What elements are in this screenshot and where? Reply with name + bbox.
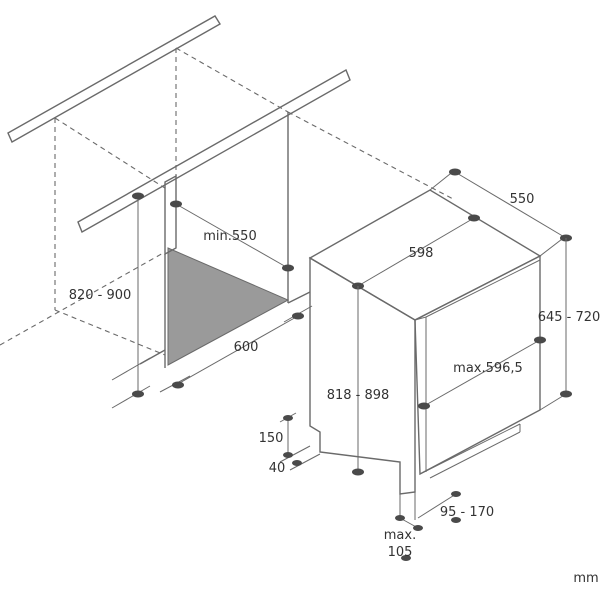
worktop-upper <box>7 15 221 143</box>
dishwasher-body <box>308 189 542 495</box>
dim-plinth-offset: 95 - 170 <box>414 491 494 523</box>
label-niche-height: 820 - 900 <box>69 288 132 303</box>
dim-niche-depth: min.550 <box>170 200 294 272</box>
unit-label: mm <box>573 571 598 586</box>
dim-niche-width: 600 <box>159 305 313 393</box>
dim-appliance-width: 598 <box>352 214 480 290</box>
niche-right-wall <box>287 112 311 304</box>
dim-foot-height: 40 <box>269 445 321 476</box>
dim-door-panel-height: 645 - 720 <box>538 238 600 411</box>
dim-niche-height: 820 - 900 <box>69 192 151 409</box>
label-niche-depth: min.550 <box>203 229 256 244</box>
niche-floor <box>167 247 290 366</box>
dim-appliance-depth: 550 <box>429 168 572 257</box>
dim-door-panel-width: max.596,5 <box>418 336 546 410</box>
label-appliance-depth: 550 <box>510 192 535 207</box>
dim-plinth-max: max. 105 <box>384 494 423 561</box>
label-niche-width: 600 <box>234 340 259 355</box>
label-plinth-max-line1: max. <box>384 528 416 543</box>
label-appliance-height: 818 - 898 <box>327 388 390 403</box>
label-appliance-width: 598 <box>409 246 434 261</box>
label-plinth-max-line2: 105 <box>388 545 413 560</box>
label-plinth-offset: 95 - 170 <box>440 505 494 520</box>
dim-appliance-height: 818 - 898 <box>327 286 390 476</box>
label-door-panel-height: 645 - 720 <box>538 310 600 325</box>
label-foot-height: 40 <box>269 461 286 476</box>
label-plinth-recess: 150 <box>259 431 284 446</box>
worktop-lower <box>77 68 351 234</box>
label-door-panel-width: max.596,5 <box>453 361 523 376</box>
dim-plinth-recess: 150 <box>259 412 297 458</box>
